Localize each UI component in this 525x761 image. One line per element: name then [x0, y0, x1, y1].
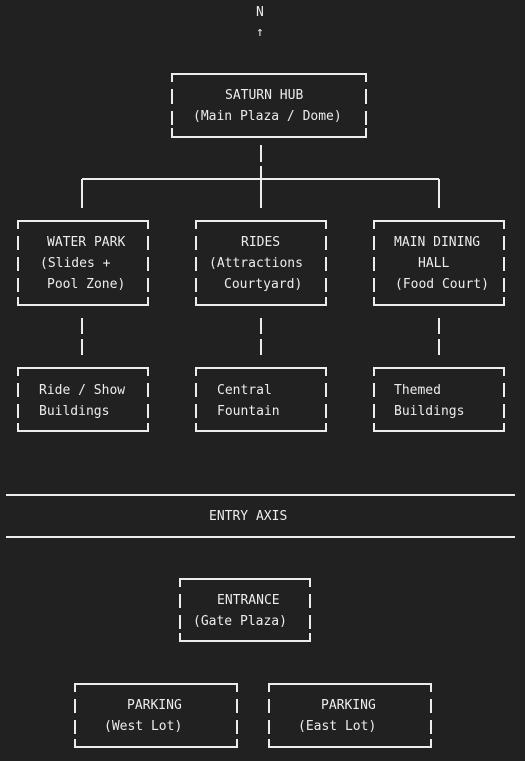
parking-east-title: PARKING [321, 698, 376, 713]
rides-line2: (Attractions [209, 256, 303, 271]
subzone-left-line1: Ride / Show [39, 383, 126, 398]
water-park-line2: (Slides + [40, 256, 111, 271]
parking-east-subtitle: (East Lot) [298, 719, 377, 734]
parking-west-subtitle: (West Lot) [104, 719, 183, 734]
entry-axis-label: ENTRY AXIS [209, 509, 288, 524]
subzone-box-center [195, 367, 327, 432]
parking-east-box [268, 683, 432, 748]
subzone-center-line2: Fountain [217, 404, 280, 419]
subzone-left-line2: Buildings [39, 404, 110, 419]
subzone-box-left [17, 367, 149, 432]
subzone-right-line1: Themed [394, 383, 441, 398]
rides-title: RIDES [241, 235, 281, 250]
dining-line2: HALL [418, 256, 450, 271]
subzone-box-right [373, 367, 505, 432]
water-park-line3: Pool Zone) [47, 277, 126, 292]
compass-label: N [256, 5, 264, 20]
entrance-subtitle: (Gate Plaza) [193, 614, 287, 629]
hub-title: SATURN HUB [225, 88, 304, 103]
parking-west-box [74, 683, 238, 748]
dining-line3: (Food Court) [395, 277, 489, 292]
dining-title: MAIN DINING [394, 235, 481, 250]
parking-west-title: PARKING [127, 698, 182, 713]
entrance-title: ENTRANCE [217, 593, 280, 608]
dining-box [373, 220, 505, 306]
north-arrow-icon: ↑ [256, 25, 264, 40]
entrance-box [179, 578, 311, 642]
hub-connector [81, 145, 440, 208]
subzone-right-line2: Buildings [394, 404, 465, 419]
hub-subtitle: (Main Plaza / Dome) [193, 109, 342, 124]
rides-box [195, 220, 327, 306]
subzone-center-line1: Central [217, 383, 272, 398]
hub-box [171, 73, 367, 138]
subzone-connectors [81, 318, 440, 355]
water-park-box [17, 220, 149, 306]
rides-line3: Courtyard) [224, 277, 303, 292]
water-park-title: WATER PARK [47, 235, 126, 250]
